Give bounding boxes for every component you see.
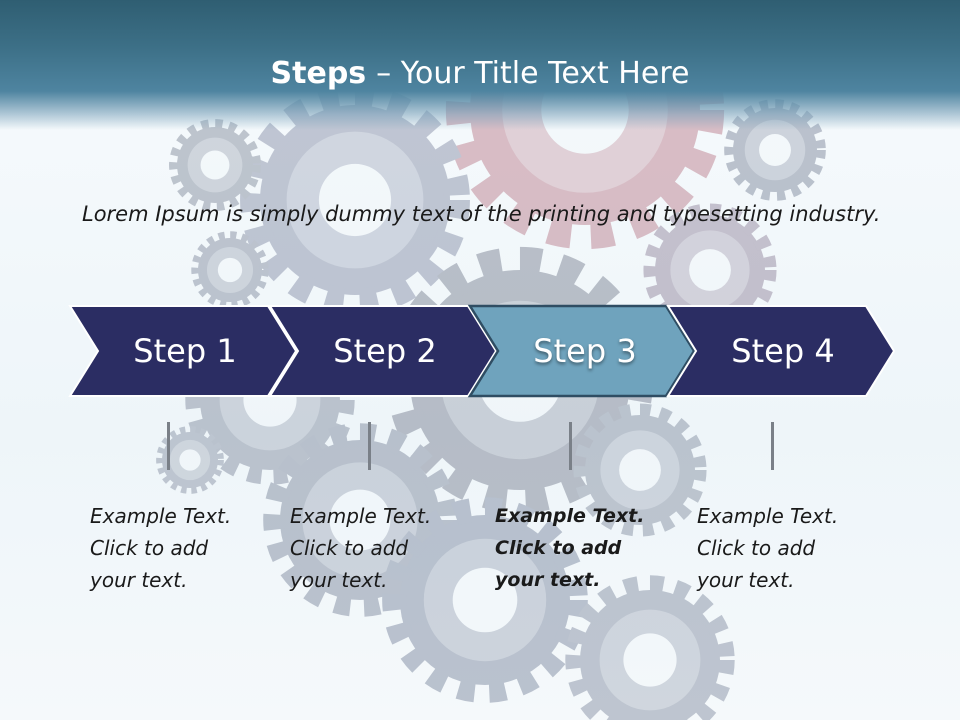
step-1-chevron[interactable]: [68, 305, 298, 397]
slide-title[interactable]: Steps – Your Title Text Here: [0, 54, 960, 94]
step-1-line-2: Click to add: [90, 536, 209, 560]
step-4-chevron[interactable]: [666, 305, 896, 397]
step-3-line-3: your text.: [495, 569, 601, 591]
step-2-line-1: Example Text.: [290, 504, 432, 528]
step-2-connector: [368, 422, 371, 470]
step-3-label: Step 3: [533, 332, 637, 370]
title-bold: Steps: [270, 56, 367, 91]
step-4-line-2: Click to add: [697, 536, 816, 560]
step-3-line-1: Example Text.: [495, 505, 645, 527]
title-rest: – Your Title Text Here: [376, 56, 690, 91]
step-1-description[interactable]: Example Text. Click to add your text.: [90, 500, 260, 596]
step-2-description[interactable]: Example Text. Click to add your text.: [290, 500, 460, 596]
step-4-line-1: Example Text.: [697, 504, 839, 528]
step-3-chevron[interactable]: [467, 304, 696, 398]
step-1-line-3: your text.: [90, 568, 188, 592]
step-3-line-2: Click to add: [495, 537, 622, 559]
step-2-line-2: Click to add: [290, 536, 409, 560]
step-1-line-1: Example Text.: [90, 504, 232, 528]
step-4-label: Step 4: [731, 332, 835, 370]
step-1-label: Step 1: [133, 332, 237, 370]
step-1-connector: [167, 422, 170, 470]
intro-text[interactable]: Lorem Ipsum is simply dummy text of the …: [82, 202, 881, 226]
step-2-chevron[interactable]: [268, 305, 498, 397]
step-2-label: Step 2: [333, 332, 437, 370]
step-4-description[interactable]: Example Text. Click to add your text.: [697, 500, 867, 596]
step-4-line-3: your text.: [697, 568, 795, 592]
step-4-connector: [771, 422, 774, 470]
step-3-description[interactable]: Example Text. Click to add your text.: [495, 500, 665, 596]
step-3-connector: [569, 422, 572, 470]
step-2-line-3: your text.: [290, 568, 388, 592]
title-bar: [0, 0, 960, 130]
